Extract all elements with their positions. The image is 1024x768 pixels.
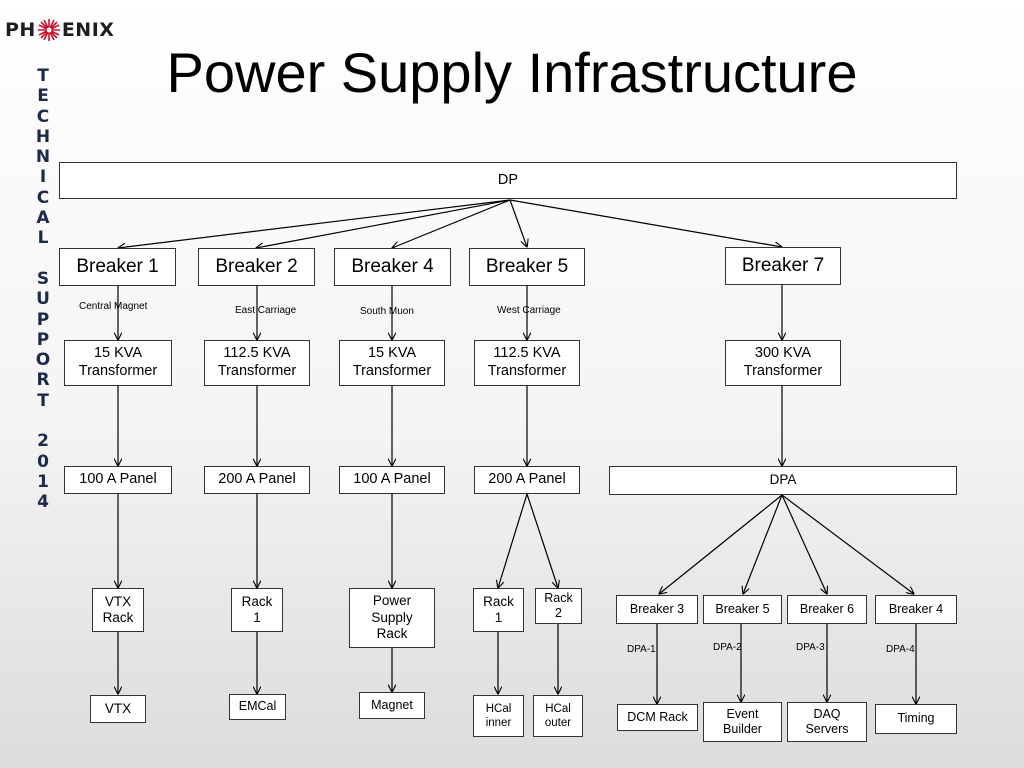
panel-200a-5: 200 A Panel (474, 466, 580, 494)
breaker-1-box: Breaker 1 (59, 248, 176, 286)
edge-dp-b1 (118, 199, 511, 248)
dpa-3-label: DPA-3 (796, 642, 825, 653)
logo-text-right: ENIX (61, 19, 115, 41)
hcal-inner-load-box: HCal inner (473, 695, 524, 737)
power-supply-rack-box: Power Supply Rack (349, 588, 435, 648)
sidebar-vertical-label: T E C H N I C A L S U P P O R T 2 0 1 4 (35, 66, 51, 513)
vtx-load-box: VTX (90, 695, 146, 723)
edge-p5-rack2 (526, 493, 558, 588)
breaker-7-box: Breaker 7 (725, 247, 841, 285)
phenix-logo: PH ENIX (5, 10, 114, 50)
star-icon (37, 19, 60, 41)
edge-dpa-b5 (743, 494, 783, 594)
logo-text-left: PH (5, 19, 36, 41)
edge-dpa-b3 (659, 494, 783, 594)
transformer-112kva-2: 112.5 KVA Transformer (204, 340, 310, 386)
emcal-load-box: EMCal (229, 694, 286, 720)
dcm-rack-load-box: DCM Rack (617, 704, 698, 731)
dpa-1-label: DPA-1 (627, 644, 656, 655)
breaker-2-box: Breaker 2 (198, 248, 315, 286)
rack-1-emcal-box: Rack 1 (231, 588, 283, 632)
edge-dp-b2 (256, 199, 511, 248)
panel-100a-1: 100 A Panel (64, 466, 172, 494)
edge-p5-rack1 (498, 493, 528, 588)
event-builder-load-box: Event Builder (703, 702, 782, 742)
edge-dpa-b4 (781, 494, 914, 594)
rack-2-hcal-box: Rack 2 (535, 588, 582, 624)
vtx-rack-box: VTX Rack (92, 588, 144, 632)
dp-main-panel: DP (59, 162, 957, 199)
dpa-panel: DPA (609, 466, 957, 495)
timing-load-box: Timing (875, 704, 957, 734)
edge-dp-b5 (509, 199, 527, 247)
panel-100a-4: 100 A Panel (339, 466, 445, 494)
edge-dpa-b6 (781, 494, 827, 594)
dpa-2-label: DPA-2 (713, 642, 742, 653)
dpa-breaker-5-box: Breaker 5 (703, 595, 782, 624)
dpa-4-label: DPA-4 (886, 644, 915, 655)
edge-dp-b7 (509, 199, 782, 247)
transformer-15kva-4: 15 KVA Transformer (339, 340, 445, 386)
slide-title: Power Supply Infrastructure (166, 41, 858, 104)
breaker-4-box: Breaker 4 (334, 248, 451, 286)
hcal-outer-load-box: HCal outer (533, 695, 583, 737)
dpa-breaker-4-box: Breaker 4 (875, 595, 957, 624)
feed-label-south-muon: South Muon (360, 306, 414, 317)
magnet-load-box: Magnet (359, 692, 425, 719)
feed-label-central-magnet: Central Magnet (79, 301, 148, 312)
feed-label-west-carriage: West Carriage (497, 305, 561, 316)
feed-label-east-carriage: East Carriage (235, 305, 297, 316)
transformer-300kva-7: 300 KVA Transformer (725, 340, 841, 386)
rack-1-hcal-box: Rack 1 (473, 588, 524, 632)
dpa-breaker-3-box: Breaker 3 (616, 595, 698, 624)
edge-dp-b4 (392, 199, 511, 248)
transformer-112kva-5: 112.5 KVA Transformer (474, 340, 580, 386)
daq-servers-load-box: DAQ Servers (787, 702, 867, 742)
transformer-15kva-1: 15 KVA Transformer (64, 340, 172, 386)
breaker-5-box: Breaker 5 (469, 248, 585, 286)
dpa-breaker-6-box: Breaker 6 (787, 595, 867, 624)
panel-200a-2: 200 A Panel (204, 466, 310, 494)
